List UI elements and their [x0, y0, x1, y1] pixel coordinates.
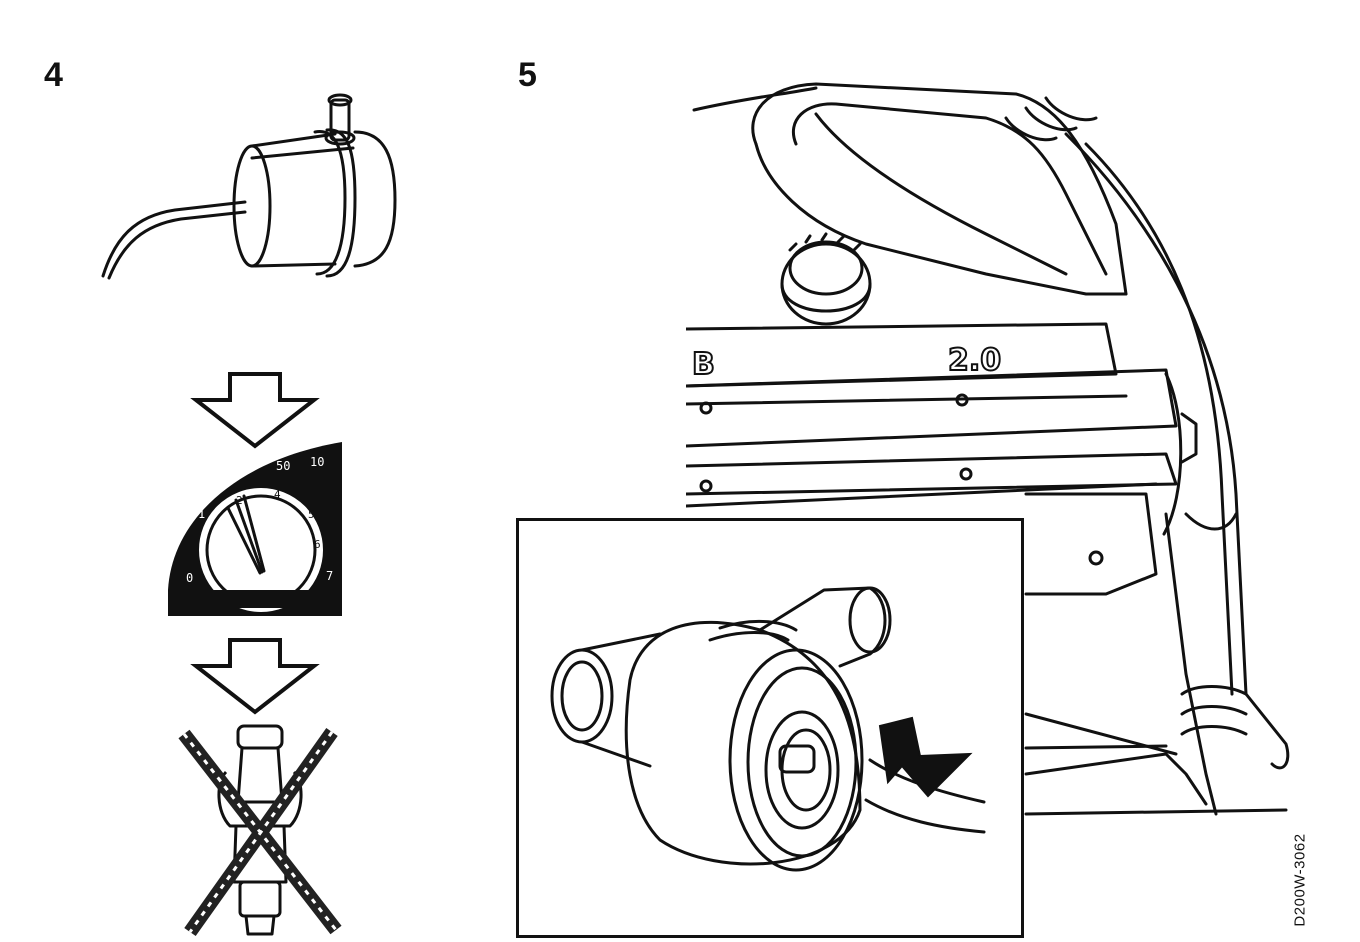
tachometer-icon: 0 1 7 50 10 2 4 5 6: [168, 442, 342, 616]
detail-inset: [516, 518, 1024, 938]
arrow-pointer-icon: [878, 716, 973, 798]
vacuum-valve-icon: [101, 93, 397, 280]
injector-icon: [178, 724, 342, 937]
engine-badge-left: B: [692, 347, 715, 382]
engine-diagram: B 2.0: [686, 82, 1290, 816]
gauge-label-1: 1: [198, 507, 205, 521]
step-4-number: 4: [44, 56, 63, 94]
gauge-label-0: 0: [186, 571, 193, 585]
gauge-label-5: 5: [308, 508, 315, 521]
reference-code: D200W-3062: [1291, 833, 1309, 927]
gauge-label-2: 2: [236, 494, 243, 507]
step-5-number: 5: [518, 56, 537, 94]
engine-badge-right: 2.0: [948, 343, 1001, 378]
down-arrow-icon: [190, 372, 320, 449]
valve-detail: [550, 586, 986, 872]
gauge-label-4: 4: [274, 488, 281, 501]
down-arrow-icon-2: [190, 638, 320, 715]
gauge-label-7: 7: [326, 569, 333, 583]
gauge-label-top-2: 10: [310, 455, 324, 469]
gauge-label-6: 6: [314, 538, 321, 551]
gauge-label-top-1: 50: [276, 459, 290, 473]
